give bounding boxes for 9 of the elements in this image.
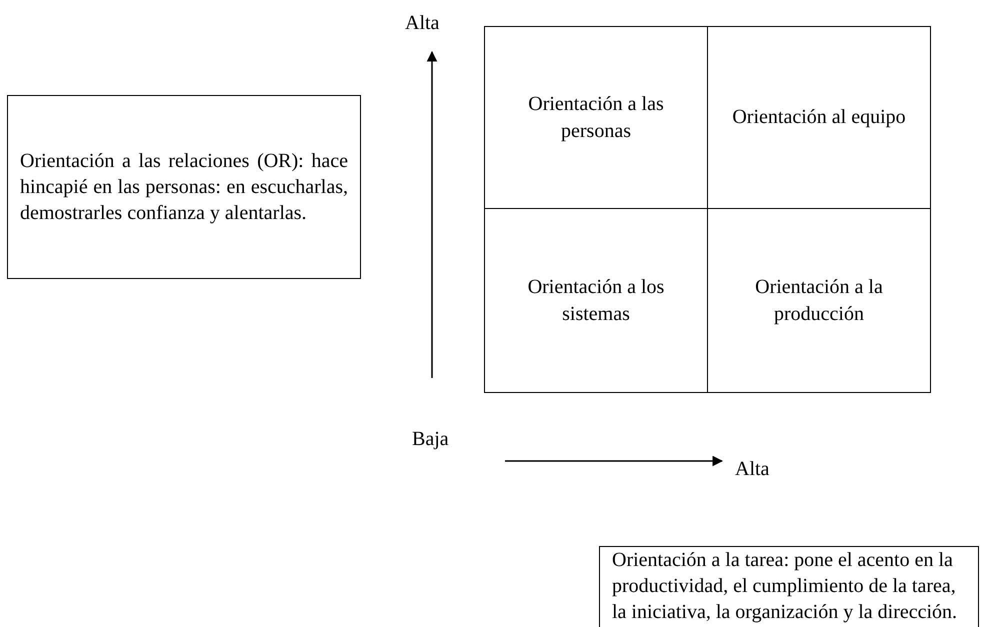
matrix-cell: Orientación a la producción (707, 208, 931, 393)
text-box: Orientación a la tarea: pone el acento en la productividad, el cumplimiento de la tarea, la iniciativa, la organización y la dirección. (599, 546, 979, 627)
axis-label: Alta (405, 12, 440, 35)
matrix-cell: Orientación a las personas (484, 26, 708, 209)
text-box: Orientación a las relaciones (OR): hace hincapié en las personas: en escucharlas, demostrarles confianza y alentarlas. (7, 95, 361, 279)
axis-label: Baja (412, 428, 449, 451)
matrix-cell: Orientación a los sistemas (484, 208, 708, 393)
axis-label: Alta (735, 458, 770, 481)
matrix-cell: Orientación al equipo (707, 26, 931, 209)
